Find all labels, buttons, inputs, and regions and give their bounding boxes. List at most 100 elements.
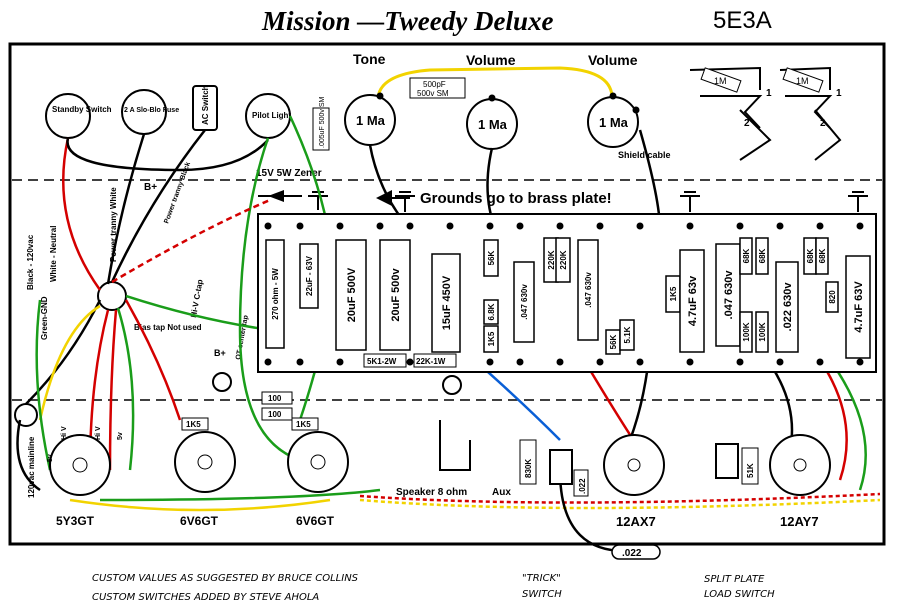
eyelet xyxy=(376,222,384,230)
resistor-5k1 xyxy=(363,353,407,368)
jack-number: 2 xyxy=(744,118,750,129)
volume2-pot-value: 1 Ma xyxy=(599,115,629,130)
model-number: 5E3A xyxy=(713,7,772,34)
tube-sockets xyxy=(49,431,831,496)
board-component-9 xyxy=(513,261,535,343)
grounds-note: Grounds go to brass plate! xyxy=(420,190,612,207)
board-component-18 xyxy=(739,237,753,275)
eyelet xyxy=(406,358,414,366)
eyelet xyxy=(636,358,644,366)
transformer-bplus-label: B+ xyxy=(144,182,157,193)
fuse-label: 2 A Slo-Blo Fuse xyxy=(124,107,179,114)
ac-switch-label: AC Switch xyxy=(201,85,210,125)
cap-500pf-line2: 500v SM xyxy=(417,89,449,98)
board-component-label: 20uF 500V xyxy=(346,267,358,322)
board-component-label: 4.7uF 63v xyxy=(687,275,699,326)
board-component-label: 1K5 xyxy=(669,286,678,301)
eyelet xyxy=(446,222,454,230)
board-component-label: 68K xyxy=(742,248,751,263)
rectifier-pin-label: 5v xyxy=(117,432,124,440)
input-jacks xyxy=(689,66,842,161)
volume2-label: Volume xyxy=(588,52,638,68)
board-component-26 xyxy=(845,255,871,359)
board-component-4 xyxy=(379,239,411,351)
eyelet xyxy=(336,222,344,230)
cap-005 xyxy=(312,107,330,151)
eyelet xyxy=(406,222,414,230)
resistor-100-b-label: 100 xyxy=(268,410,282,419)
power-tube-1-label: 6V6GT xyxy=(180,514,219,528)
diagram-title: Mission —Tweedy Deluxe xyxy=(261,6,553,36)
eyelet xyxy=(486,358,494,366)
resistor-1k5-a-label: 1K5 xyxy=(186,420,201,429)
board-component-label: 220K xyxy=(559,250,568,269)
pot-lug xyxy=(488,94,496,102)
speaker-label: Speaker 8 ohm xyxy=(396,487,467,498)
resistor-51k-label: 51K xyxy=(746,463,755,478)
eyelet xyxy=(816,358,824,366)
board-component-label: .047 630v xyxy=(584,272,593,308)
eyelet xyxy=(296,222,304,230)
board-component-label: 5.1K xyxy=(623,326,632,343)
eyelet xyxy=(516,358,524,366)
board-component-7 xyxy=(483,299,499,325)
rectifier-pin-label: 5v xyxy=(47,454,54,462)
eyelet xyxy=(486,222,494,230)
power-tranny-white-label: Power tranny White xyxy=(109,187,118,262)
board-component-label: .022 630v xyxy=(782,282,794,332)
rectifier-tube-label: 5Y3GT xyxy=(56,514,95,528)
eyelet xyxy=(856,358,864,366)
wire-yellow-top xyxy=(376,66,614,99)
board-component-label: 1K5 xyxy=(487,331,496,346)
cap-022-a xyxy=(573,469,589,497)
eyelet xyxy=(816,222,824,230)
black-120-label: Black - 120vac xyxy=(26,234,35,290)
board-component-8 xyxy=(483,325,499,353)
footer-note-line1: CUSTOM VALUES AS SUGGESTED BY BRUCE COLL… xyxy=(92,573,359,584)
eyelet xyxy=(336,358,344,366)
rectifier-pin-label: Hi V xyxy=(61,426,68,440)
speaker-jack xyxy=(442,375,462,395)
eyelet xyxy=(596,222,604,230)
eyelet xyxy=(516,222,524,230)
tone-pot-value: 1 Ma xyxy=(356,113,386,128)
board-component-label: 100K xyxy=(742,322,751,341)
power-tube-2-label: 6V6GT xyxy=(296,514,335,528)
rectifier-pin-label: Hi V xyxy=(95,426,102,440)
eyelet xyxy=(686,358,694,366)
jack-resistor-2 xyxy=(782,67,824,93)
board-component-label: 22uF - 63V xyxy=(305,255,314,296)
board-component-5 xyxy=(431,253,461,353)
jack-number: 2 xyxy=(820,118,826,129)
white-neutral-label: White - Neutral xyxy=(49,226,58,282)
board-component-1 xyxy=(265,239,285,349)
jack-resistor-1 xyxy=(700,67,742,93)
switch-note: SWITCH xyxy=(522,589,562,600)
eyelet xyxy=(596,358,604,366)
bplus2-label: B+ xyxy=(214,348,226,358)
bias-tap-label: Bias tap Not used xyxy=(134,323,202,332)
board-component-22 xyxy=(775,261,799,353)
resistor-100-b xyxy=(261,407,293,421)
standby-switch-label: Standby Switch xyxy=(52,105,112,114)
eyelet xyxy=(296,358,304,366)
board-component-label: 270 ohm - 5W xyxy=(271,268,280,320)
board-component-20 xyxy=(739,311,753,353)
green-gnd-label: Green-GND xyxy=(40,296,49,340)
board-component-label: 68K xyxy=(818,248,827,263)
eyelet xyxy=(556,358,564,366)
volume1-pot-value: 1 Ma xyxy=(478,117,508,132)
resistor-830k xyxy=(519,439,537,485)
board-component-label: 820 xyxy=(828,290,837,304)
resistor-1k5-a xyxy=(181,417,209,431)
pot-lug xyxy=(376,92,384,100)
jack-number: 1 xyxy=(836,88,842,99)
board-component-label: 68K xyxy=(806,248,815,263)
resistor-51k xyxy=(741,447,759,485)
speaker-jack-wiring xyxy=(439,420,471,471)
board-component-label: 15uF 450V xyxy=(441,275,453,330)
jack-number: 1 xyxy=(766,88,772,99)
eyelet xyxy=(686,222,694,230)
